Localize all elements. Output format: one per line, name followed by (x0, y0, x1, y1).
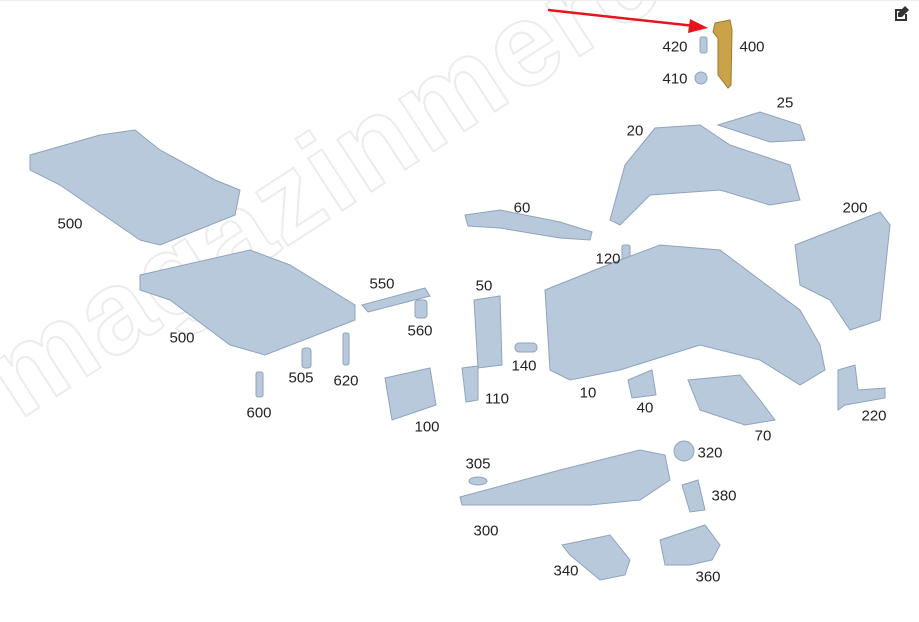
part-505 (301, 347, 312, 369)
part-label-420[interactable]: 420 (662, 38, 688, 56)
part-label-300[interactable]: 300 (473, 522, 499, 540)
part-25 (716, 111, 806, 143)
part-305 (468, 476, 488, 486)
part-220 (837, 364, 886, 411)
part-300 (459, 449, 671, 506)
part-10 (544, 244, 826, 386)
part-100 (384, 367, 437, 421)
part-label-340[interactable]: 340 (553, 562, 579, 580)
part-label-120[interactable]: 120 (595, 250, 621, 268)
part-label-380[interactable]: 380 (711, 487, 737, 505)
part-label-400[interactable]: 400 (739, 38, 765, 56)
edit-icon[interactable] (893, 5, 911, 23)
part-label-320[interactable]: 320 (697, 444, 723, 462)
part-340 (561, 534, 631, 581)
part-label-500-upper[interactable]: 500 (57, 215, 83, 233)
part-200 (794, 211, 891, 331)
part-label-505[interactable]: 505 (288, 369, 314, 387)
part-label-20[interactable]: 20 (626, 122, 644, 140)
part-410 (694, 71, 708, 85)
part-400-highlighted (712, 19, 733, 89)
part-500-upper (29, 129, 241, 246)
part-label-10[interactable]: 10 (579, 384, 597, 402)
part-label-110[interactable]: 110 (485, 390, 509, 408)
part-label-140[interactable]: 140 (511, 357, 537, 375)
pointer-arrow-icon (547, 8, 708, 33)
part-label-560[interactable]: 560 (407, 322, 433, 340)
part-label-60[interactable]: 60 (513, 199, 531, 217)
top-divider (0, 0, 919, 1)
part-40 (627, 369, 657, 399)
part-380 (681, 479, 706, 513)
part-label-25[interactable]: 25 (776, 94, 794, 112)
part-20 (609, 124, 801, 226)
part-label-620[interactable]: 620 (333, 372, 359, 390)
part-label-50[interactable]: 50 (475, 277, 493, 295)
part-50 (473, 295, 503, 369)
part-label-600[interactable]: 600 (246, 404, 272, 422)
part-140 (514, 342, 538, 353)
part-label-305[interactable]: 305 (465, 455, 491, 473)
part-label-500-lower[interactable]: 500 (169, 329, 195, 347)
part-label-410[interactable]: 410 (662, 70, 688, 88)
part-550 (361, 287, 431, 313)
part-label-200[interactable]: 200 (842, 199, 868, 217)
part-320 (673, 440, 695, 462)
part-70 (687, 374, 776, 426)
part-label-100[interactable]: 100 (414, 418, 440, 436)
part-label-360[interactable]: 360 (695, 568, 721, 586)
part-110 (461, 365, 479, 403)
part-label-40[interactable]: 40 (636, 399, 654, 417)
part-label-70[interactable]: 70 (754, 427, 772, 445)
part-420 (699, 36, 708, 54)
part-360 (659, 524, 721, 566)
part-560 (414, 299, 428, 319)
part-label-220[interactable]: 220 (861, 407, 887, 425)
part-620 (342, 332, 350, 366)
part-label-550[interactable]: 550 (369, 275, 395, 293)
part-60 (464, 209, 593, 241)
part-600 (255, 371, 264, 398)
part-500-lower (139, 249, 356, 356)
